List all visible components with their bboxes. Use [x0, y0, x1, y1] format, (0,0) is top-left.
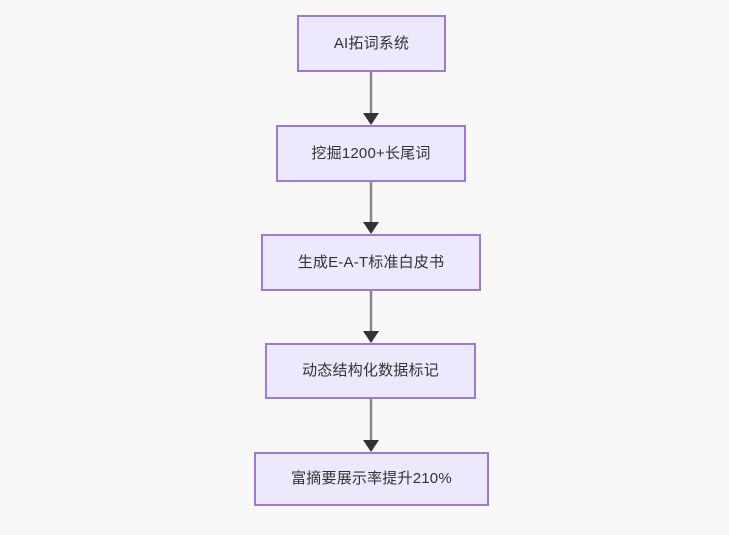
- flow-node-label: 动态结构化数据标记: [302, 362, 439, 379]
- flow-node-rich-snippet-rate-increase[interactable]: 富摘要展示率提升210%: [254, 452, 489, 506]
- edge-n4-n5: [363, 399, 379, 452]
- flow-node-label: 生成E-A-T标准白皮书: [297, 253, 445, 271]
- edge-n2-n3: [363, 182, 379, 234]
- edge-n3-n4: [363, 291, 379, 343]
- flow-node-label: AI拓词系统: [333, 34, 410, 52]
- flow-node-label: 富摘要展示率提升210%: [291, 470, 452, 487]
- edge-n1-n2: [363, 72, 379, 125]
- flow-node-label: 挖掘1200+长尾词: [311, 144, 431, 162]
- flow-node-mine-longtail-keywords[interactable]: 挖掘1200+长尾词: [276, 125, 466, 182]
- flow-node-dynamic-structured-data-markup[interactable]: 动态结构化数据标记: [265, 343, 476, 399]
- flow-node-ai-keyword-system[interactable]: AI拓词系统: [297, 15, 446, 72]
- flow-node-generate-eat-whitepaper[interactable]: 生成E-A-T标准白皮书: [261, 234, 481, 291]
